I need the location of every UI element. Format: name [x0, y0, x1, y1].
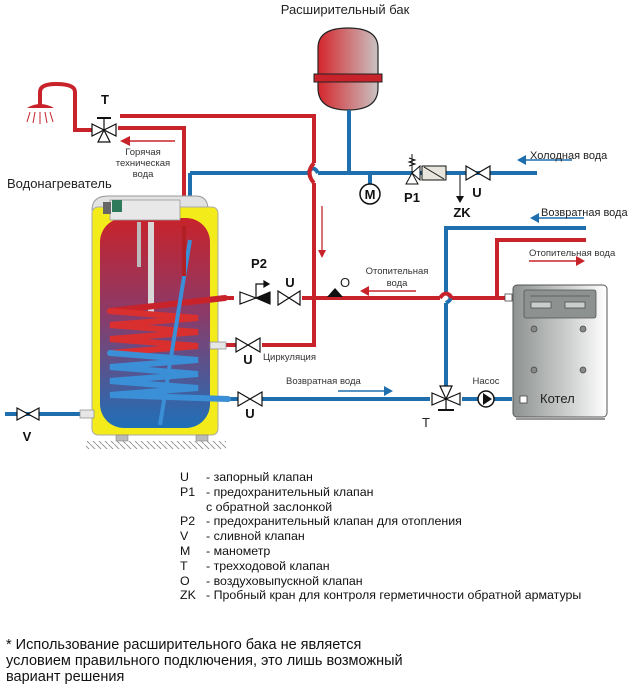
- legend-code: P2: [180, 514, 196, 529]
- footnote: * Использование расширительного бака не …: [6, 637, 476, 685]
- legend-code: ZK: [180, 588, 196, 603]
- legend-code: O: [180, 573, 190, 588]
- legend-item: M - манометр: [178, 544, 618, 559]
- valve-code-p2: P2: [251, 256, 267, 271]
- legend-desc: - сливной клапан: [206, 529, 305, 544]
- drain-valve-icon: [16, 406, 40, 422]
- valve-code-u-cold: U: [472, 185, 481, 200]
- legend-desc: - трехходовой клапан: [206, 558, 330, 573]
- legend-desc: - манометр: [206, 543, 271, 558]
- valve-code-t-boiler: T: [422, 415, 430, 430]
- boiler: [504, 284, 608, 420]
- legend-item-continuation: с обратной заслонкой: [206, 499, 333, 514]
- cold-water-arrowhead: [517, 155, 526, 165]
- water-heater-label: Водонагреватель: [7, 176, 112, 191]
- expansion-tank: [313, 27, 383, 111]
- pump-label: Насос: [472, 376, 499, 387]
- legend-desc: - Пробный кран для контроля герметичност…: [206, 588, 582, 603]
- shutoff-valve-heat-icon: [277, 289, 301, 307]
- hot-water-label-1: Горячая: [125, 147, 161, 158]
- legend-item: U - запорный клапан: [178, 470, 618, 485]
- shutoff-valve-cold-icon: [465, 164, 491, 182]
- heating-water-mid-arrowhead: [360, 286, 369, 296]
- legend-code: U: [180, 470, 189, 484]
- valve-code-u-circ: U: [243, 352, 252, 367]
- three-way-valve-boiler-icon: [431, 385, 461, 411]
- valve-code-m: M: [365, 187, 376, 202]
- valve-code-u-heat: U: [285, 275, 294, 290]
- legend-item: P2 - предохранительный клапан для отоплен…: [178, 514, 618, 529]
- legend-code: V: [180, 529, 189, 544]
- legend-item: ZK - Пробный кран для контроля герметично…: [178, 588, 618, 603]
- valve-code-t-shower: T: [101, 92, 109, 107]
- water-heater: [79, 195, 231, 449]
- legend-desc: - запорный клапан: [206, 470, 313, 484]
- air-vent-icon: [327, 288, 343, 297]
- hot-water-label-3: вода: [133, 169, 155, 180]
- boiler-label: Котел: [540, 391, 575, 406]
- heating-water-right-arrowhead: [576, 256, 585, 266]
- valve-code-p1: P1: [404, 190, 420, 205]
- return-water-bottom-label: Возвратная вода: [286, 376, 361, 387]
- valve-code-u-return: U: [245, 406, 254, 421]
- three-way-valve-icon: [91, 117, 117, 143]
- footnote-line: * Использование расширительного бака не …: [6, 637, 362, 653]
- test-tap-zk-icon: [456, 175, 464, 203]
- footnote-line: условием правильного подключения, это ли…: [6, 653, 403, 669]
- shutoff-valve-circulation-icon: [235, 336, 261, 354]
- legend-code: P1: [180, 484, 196, 499]
- return-water-top-arrowhead: [530, 213, 539, 223]
- safety-valve-p2-icon: [239, 279, 271, 305]
- pump-icon: [477, 390, 495, 408]
- legend-code: M: [180, 543, 191, 558]
- return-water-top-label: Возвратная вода: [541, 207, 628, 219]
- shutoff-valve-return-icon: [237, 390, 263, 408]
- legend-code: T: [180, 558, 188, 573]
- valve-code-o: O: [340, 275, 350, 290]
- safety-valve-p1-icon: [405, 154, 447, 185]
- cold-water-label: Холодная вода: [530, 150, 608, 162]
- footnote-line: вариант решения: [6, 669, 125, 685]
- legend-item: P1 - предохранительный клапан: [178, 485, 618, 500]
- valve-code-v: V: [23, 429, 32, 444]
- expansion-tank-label: Расширительный бак: [281, 2, 410, 17]
- shower-icon: [26, 104, 54, 124]
- return-water-bottom-arrowhead: [384, 386, 393, 396]
- heating-water-mid-label-2: вода: [387, 278, 409, 289]
- manometer-icon: [359, 183, 381, 205]
- hot-water-arrowhead: [120, 136, 130, 146]
- flow-down-arrowhead: [318, 250, 326, 258]
- hot-water-label-2: техническая: [116, 158, 170, 169]
- legend-item: O - воздуховыпускной клапан: [178, 574, 618, 589]
- heating-water-mid-label-1: Отопительная: [366, 266, 429, 277]
- legend-desc: - предохранительный клапан: [206, 484, 374, 499]
- legend-desc: - предохранительный клапан для отопления: [206, 514, 462, 529]
- legend-desc: - воздуховыпускной клапан: [206, 573, 363, 588]
- valve-code-zk: ZK: [453, 205, 471, 220]
- legend-item: T - трехходовой клапан: [178, 559, 618, 574]
- legend-item: V - сливной клапан: [178, 529, 618, 544]
- heating-water-right-label: Отопительная вода: [529, 248, 616, 259]
- legend: U - запорный клапан P1 - предохранительный…: [178, 470, 618, 603]
- circulation-label: Циркуляция: [263, 352, 316, 363]
